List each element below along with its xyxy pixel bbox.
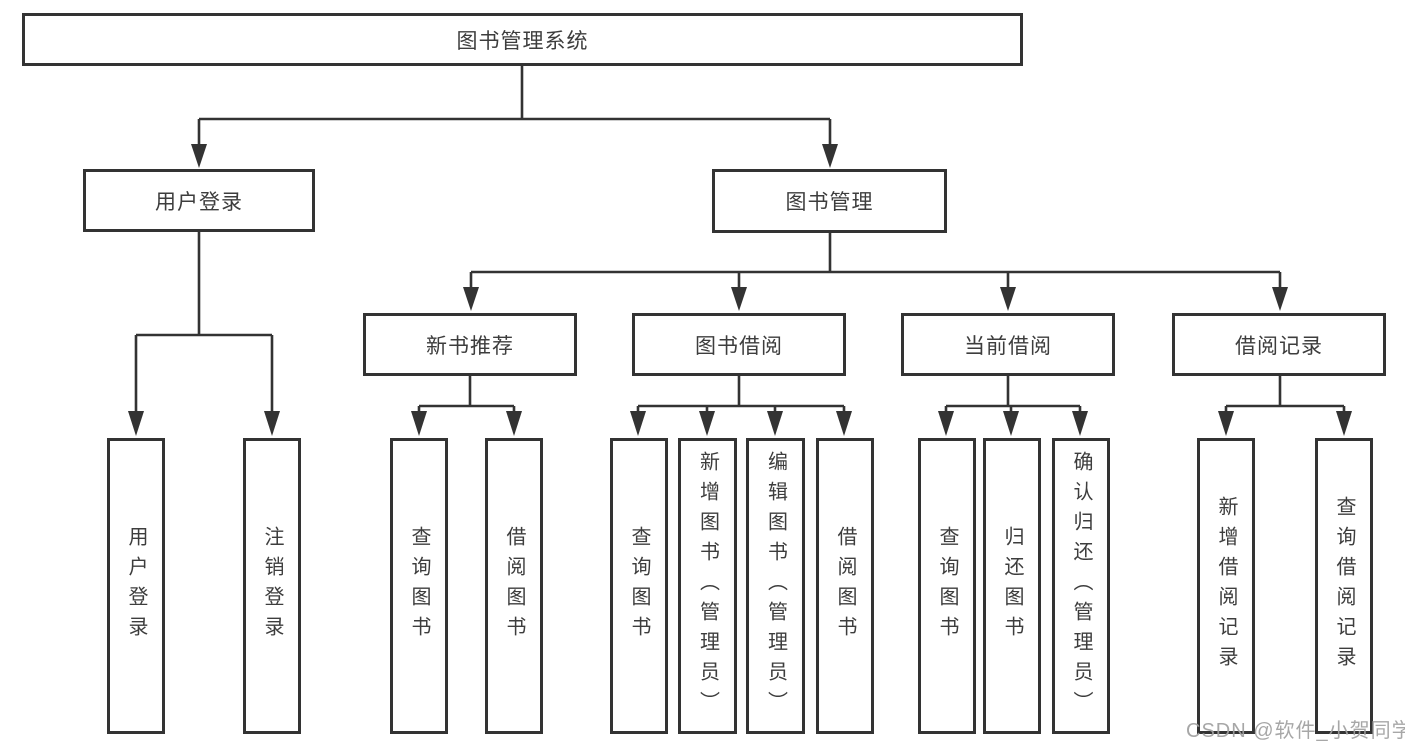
leaf-confirm-return-admin: 确认归还（管理员） bbox=[1052, 438, 1110, 734]
node-book-management: 图书管理 bbox=[712, 169, 947, 233]
node-label: 借阅图书 bbox=[503, 526, 525, 646]
node-label: 查询图书 bbox=[628, 526, 650, 646]
node-label: 注销登录 bbox=[261, 526, 283, 646]
leaf-query-books-recommend: 查询图书 bbox=[390, 438, 448, 734]
leaf-query-books-current: 查询图书 bbox=[918, 438, 976, 734]
node-label: 归还图书 bbox=[1001, 526, 1023, 646]
node-label: 借阅图书 bbox=[834, 526, 856, 646]
csdn-watermark: CSDN @软件_小贺同学 bbox=[1186, 720, 1405, 742]
leaf-borrow-books: 借阅图书 bbox=[816, 438, 874, 734]
leaf-user-login: 用户登录 bbox=[107, 438, 165, 734]
node-label: 图书管理 bbox=[785, 191, 874, 214]
node-label: 图书管理系统 bbox=[456, 29, 589, 53]
node-book-borrowing: 图书借阅 bbox=[632, 313, 846, 376]
node-label: 确认归还（管理员） bbox=[1070, 451, 1092, 721]
leaf-logout: 注销登录 bbox=[243, 438, 301, 734]
leaf-query-books-borrowing: 查询图书 bbox=[610, 438, 668, 734]
node-new-book-recommend: 新书推荐 bbox=[363, 313, 577, 376]
node-label: 查询借阅记录 bbox=[1333, 496, 1355, 676]
leaf-add-borrow-record: 新增借阅记录 bbox=[1197, 438, 1255, 734]
node-label: 图书借阅 bbox=[695, 334, 783, 358]
leaf-query-borrow-record: 查询借阅记录 bbox=[1315, 438, 1373, 734]
node-user-login: 用户登录 bbox=[83, 169, 315, 232]
node-borrowing-records: 借阅记录 bbox=[1172, 313, 1386, 376]
leaf-borrow-books-recommend: 借阅图书 bbox=[485, 438, 543, 734]
node-label: 用户登录 bbox=[155, 190, 243, 214]
node-label: 当前借阅 bbox=[964, 334, 1052, 358]
node-label: 查询图书 bbox=[936, 526, 958, 646]
node-book-management-system: 图书管理系统 bbox=[22, 13, 1023, 66]
node-label: 编辑图书（管理员） bbox=[764, 451, 787, 721]
leaf-return-books: 归还图书 bbox=[983, 438, 1041, 734]
arrowheads bbox=[128, 144, 1352, 436]
node-label: 新增借阅记录 bbox=[1215, 496, 1237, 676]
node-label: 用户登录 bbox=[125, 526, 147, 646]
connector-strokes bbox=[134, 66, 1346, 412]
leaf-edit-books-admin: 编辑图书（管理员） bbox=[746, 438, 805, 734]
node-label: 借阅记录 bbox=[1235, 334, 1323, 358]
node-label: 新增图书（管理员） bbox=[696, 451, 719, 721]
node-current-borrowing: 当前借阅 bbox=[901, 313, 1115, 376]
leaf-add-books-admin: 新增图书（管理员） bbox=[678, 438, 737, 734]
node-label: 查询图书 bbox=[408, 526, 430, 646]
node-label: 新书推荐 bbox=[426, 334, 514, 358]
